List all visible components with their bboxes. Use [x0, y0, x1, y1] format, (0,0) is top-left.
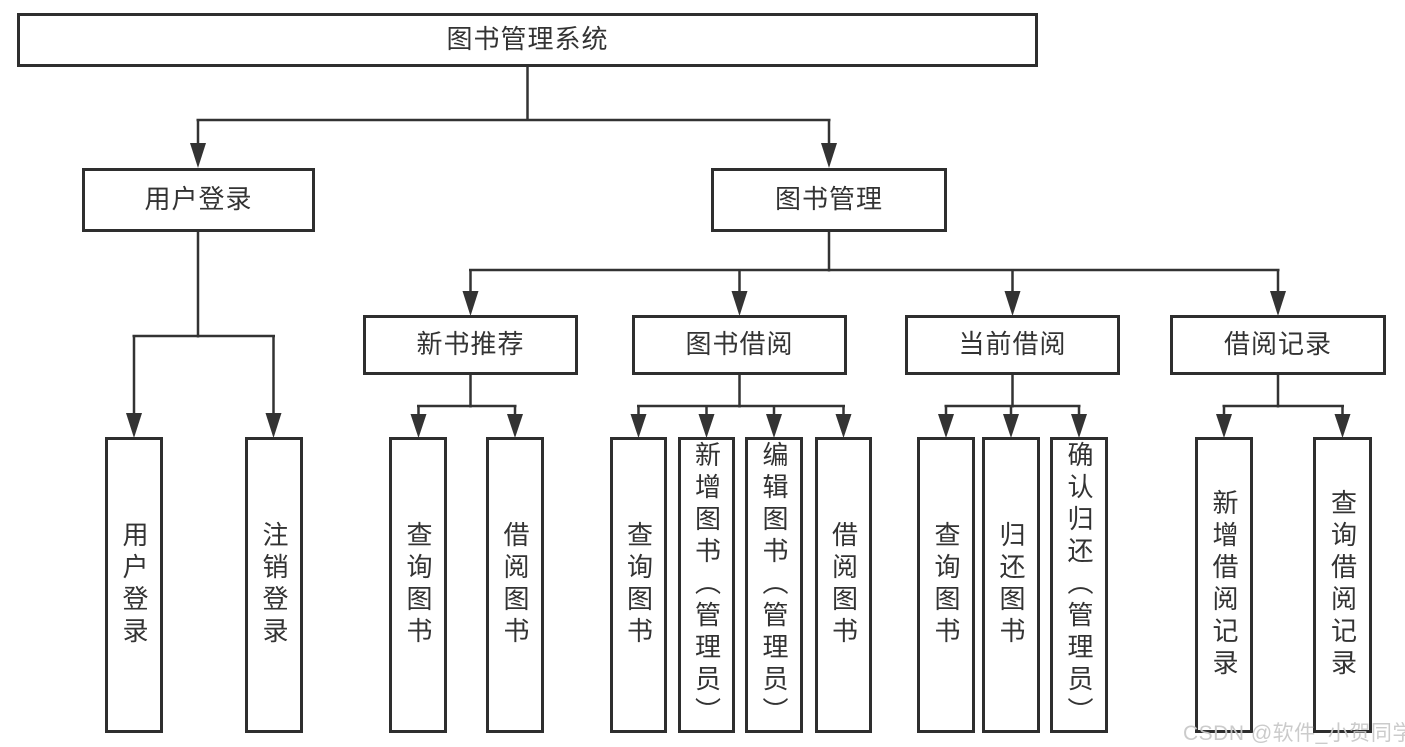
node-borrowing-records-label: 借阅记录: [1223, 329, 1332, 360]
node-book-management-label: 图书管理: [774, 184, 883, 215]
node-current-borrowing: 当前借阅: [905, 315, 1120, 375]
leaf-query-borrow-record-label: 查询借阅记录: [1327, 489, 1358, 681]
leaf-add-borrow-record-label: 新增借阅记录: [1209, 489, 1239, 681]
leaf-logout-label: 注销登录: [259, 521, 289, 649]
leaf-query-book-recommend: 查询图书: [389, 437, 447, 733]
node-user-login-module: 用户登录: [82, 168, 315, 232]
leaf-borrow-book-recommend-label: 借阅图书: [500, 521, 530, 649]
leaf-edit-book-admin: 编辑图书（管理员）: [745, 437, 803, 733]
arrowheads: [126, 143, 1351, 438]
node-root: 图书管理系统: [17, 13, 1038, 67]
leaf-user-login: 用户登录: [105, 437, 163, 733]
leaf-return-book: 归还图书: [982, 437, 1040, 733]
leaf-borrow-book-recommend: 借阅图书: [486, 437, 544, 733]
leaf-logout: 注销登录: [245, 437, 303, 733]
node-current-borrowing-label: 当前借阅: [958, 329, 1067, 360]
leaf-add-borrow-record: 新增借阅记录: [1195, 437, 1253, 733]
leaf-add-book-admin: 新增图书（管理员）: [678, 437, 735, 733]
leaf-query-book-borrowing-label: 查询图书: [623, 521, 654, 649]
leaf-query-book-current: 查询图书: [917, 437, 975, 733]
node-book-borrowing: 图书借阅: [632, 315, 847, 375]
leaf-confirm-return-admin-label: 确认归还（管理员）: [1064, 441, 1094, 729]
leaf-confirm-return-admin: 确认归还（管理员）: [1050, 437, 1108, 733]
node-borrowing-records: 借阅记录: [1170, 315, 1386, 375]
node-new-book-recommend: 新书推荐: [363, 315, 578, 375]
leaf-query-borrow-record: 查询借阅记录: [1313, 437, 1372, 733]
node-new-book-recommend-label: 新书推荐: [416, 329, 525, 360]
node-root-label: 图书管理系统: [446, 24, 609, 55]
leaf-query-book-current-label: 查询图书: [931, 521, 961, 649]
leaf-add-book-admin-label: 新增图书（管理员）: [691, 441, 722, 729]
leaf-user-login-label: 用户登录: [119, 521, 149, 649]
leaf-query-book-recommend-label: 查询图书: [403, 521, 433, 649]
leaf-borrow-book-label: 借阅图书: [828, 521, 859, 649]
leaf-return-book-label: 归还图书: [996, 521, 1026, 649]
node-book-borrowing-label: 图书借阅: [685, 329, 794, 360]
csdn-watermark: CSDN @软件_小贺同学: [1183, 722, 1405, 745]
leaf-borrow-book: 借阅图书: [815, 437, 872, 733]
leaf-edit-book-admin-label: 编辑图书（管理员）: [759, 441, 789, 729]
node-user-login-module-label: 用户登录: [144, 184, 253, 215]
leaf-query-book-borrowing: 查询图书: [610, 437, 667, 733]
node-book-management: 图书管理: [711, 168, 947, 232]
